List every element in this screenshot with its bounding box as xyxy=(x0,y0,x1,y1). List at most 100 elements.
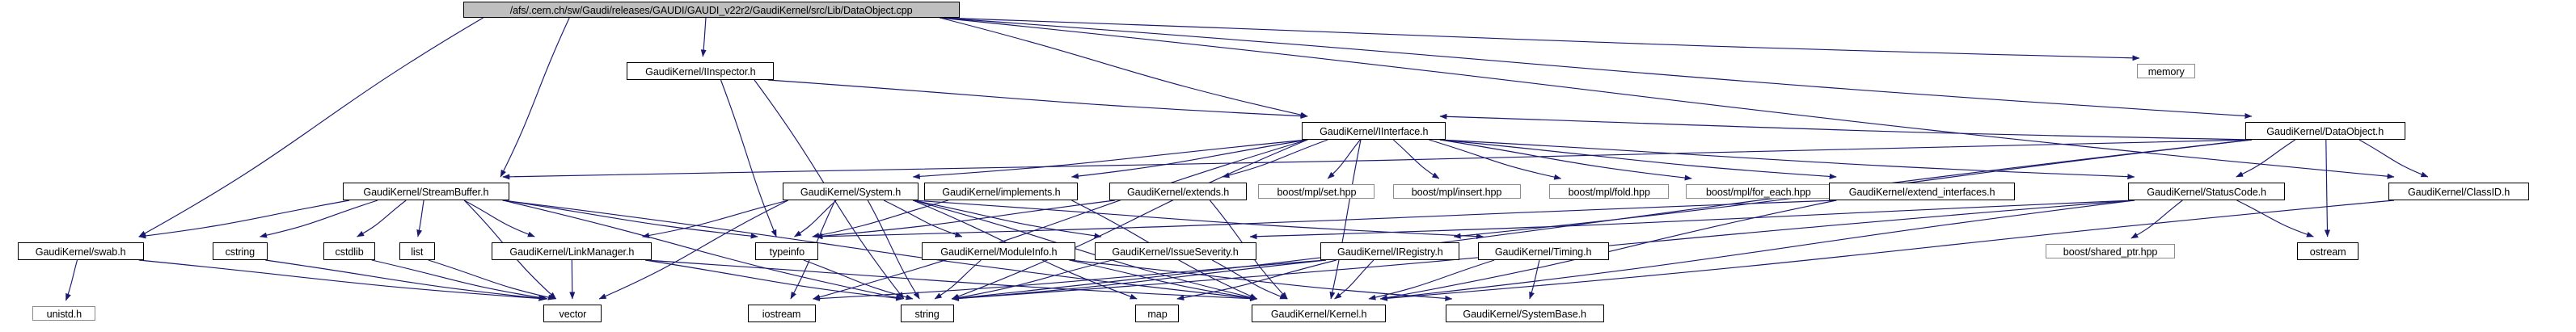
graph-edge-extend_interfaces-to-typeinfo xyxy=(815,200,1837,240)
graph-node-shared_ptr[interactable]: boost/shared_ptr.hpp xyxy=(2046,244,2175,258)
graph-edge-system-to-typeinfo xyxy=(794,200,837,237)
graph-node-implements[interactable]: GaudiKernel/implements.h xyxy=(924,183,1078,200)
graph-node-timing[interactable]: GaudiKernel/Timing.h xyxy=(1478,242,1609,260)
graph-node-label: list xyxy=(411,245,424,258)
graph-edge-classid-to-kernel xyxy=(1379,200,2395,301)
graph-node-ostream[interactable]: ostream xyxy=(2297,242,2359,260)
graph-node-label: iostream xyxy=(762,307,801,320)
graph-node-label: GaudiKernel/swab.h xyxy=(36,245,126,258)
graph-node-system[interactable]: GaudiKernel/System.h xyxy=(783,183,918,200)
graph-node-cstdlib[interactable]: cstdlib xyxy=(323,242,375,260)
graph-node-label: GaudiKernel/IInspector.h xyxy=(644,65,756,78)
graph-edge-iinterface-to-extends xyxy=(1222,139,1328,179)
graph-node-string[interactable]: string xyxy=(901,305,954,322)
graph-node-cstring[interactable]: cstring xyxy=(213,242,268,260)
graph-node-mpl_insert[interactable]: boost/mpl/insert.hpp xyxy=(1393,184,1521,199)
graph-edge-issueseverity-to-kernel xyxy=(1211,259,1288,300)
graph-edge-iinspector-to-typeinfo xyxy=(720,79,777,237)
graph-node-root: /afs/.cern.ch/sw/Gaudi/releases/GAUDI/GA… xyxy=(463,2,960,18)
graph-node-extend_interfaces[interactable]: GaudiKernel/extend_interfaces.h xyxy=(1829,183,2015,200)
graph-node-label: GaudiKernel/DataObject.h xyxy=(2266,124,2384,137)
graph-node-streambuffer[interactable]: GaudiKernel/StreamBuffer.h xyxy=(343,183,509,200)
graph-edge-statuscode-to-kernel xyxy=(1379,200,2135,301)
graph-edge-statuscode-to-shared_ptr xyxy=(2130,200,2183,239)
graph-edge-root-to-classid xyxy=(940,17,2395,179)
graph-node-label: GaudiKernel/Timing.h xyxy=(1495,245,1592,258)
graph-node-issueseverity[interactable]: GaudiKernel/IssueSeverity.h xyxy=(1095,242,1256,260)
graph-node-systembase[interactable]: GaudiKernel/SystemBase.h xyxy=(1446,305,1604,322)
graph-edge-streambuffer-to-linkmanager xyxy=(463,200,535,237)
graph-node-label: GaudiKernel/extend_interfaces.h xyxy=(1848,185,1995,198)
graph-node-dataobject[interactable]: GaudiKernel/DataObject.h xyxy=(2245,122,2405,140)
graph-edge-moduleinfo-to-systembase xyxy=(1069,259,1453,301)
graph-node-label: unistd.h xyxy=(46,307,82,320)
graph-edge-iinterface-to-iostream xyxy=(813,139,1308,300)
graph-node-swab[interactable]: GaudiKernel/swab.h xyxy=(18,242,144,260)
graph-edge-iinterface-to-mpl_insert xyxy=(1392,139,1440,179)
graph-edge-statuscode-to-issueseverity xyxy=(1249,200,2135,240)
graph-edge-moduleinfo-to-kernel xyxy=(1069,259,1258,301)
graph-node-mpl_set[interactable]: boost/mpl/set.hpp xyxy=(1258,184,1375,199)
graph-node-label: /afs/.cern.ch/sw/Gaudi/releases/GAUDI/GA… xyxy=(510,3,913,16)
graph-edge-iregistry-to-map xyxy=(1176,259,1337,300)
graph-edge-root-to-streambuffer xyxy=(500,17,570,178)
graph-node-kernel[interactable]: GaudiKernel/Kernel.h xyxy=(1252,305,1386,322)
graph-edge-timing-to-systembase xyxy=(1529,259,1540,300)
graph-node-iregistry[interactable]: GaudiKernel/IRegistry.h xyxy=(1320,242,1459,260)
graph-node-iostream[interactable]: iostream xyxy=(748,305,816,322)
graph-edge-streambuffer-to-typeinfo xyxy=(502,200,758,239)
graph-edge-moduleinfo-to-string xyxy=(934,259,982,300)
graph-edge-streambuffer-to-cstdlib xyxy=(357,200,407,237)
graph-node-label: GaudiKernel/IRegistry.h xyxy=(1337,245,1443,258)
graph-edge-iinterface-to-string xyxy=(951,139,1308,300)
graph-edge-iinterface-to-mpl_fold xyxy=(1429,139,1562,180)
graph-node-mpl_for_each[interactable]: boost/mpl/for_each.hpp xyxy=(1686,184,1831,199)
graph-edge-root-to-iinspector xyxy=(700,17,707,57)
graph-node-label: GaudiKernel/ModuleInfo.h xyxy=(940,245,1058,258)
graph-node-label: GaudiKernel/LinkManager.h xyxy=(509,245,634,258)
graph-edge-iregistry-to-kernel xyxy=(1334,259,1375,300)
graph-node-linkmanager[interactable]: GaudiKernel/LinkManager.h xyxy=(492,242,652,260)
graph-node-label: boost/mpl/set.hpp xyxy=(1277,185,1356,198)
graph-node-typeinfo[interactable]: typeinfo xyxy=(755,242,818,260)
graph-edge-dataobject-to-iinterface xyxy=(1439,113,2252,141)
graph-edge-typeinfo-to-string xyxy=(803,259,914,300)
graph-node-map[interactable]: map xyxy=(1135,305,1179,322)
graph-edge-swab-to-unistd xyxy=(65,259,78,301)
graph-edge-system-to-string xyxy=(867,200,920,300)
graph-node-classid[interactable]: GaudiKernel/ClassID.h xyxy=(2388,183,2529,200)
graph-node-label: boost/shared_ptr.hpp xyxy=(2063,245,2158,258)
graph-node-extends[interactable]: GaudiKernel/extends.h xyxy=(1109,183,1247,200)
graph-edge-root-to-dataobject xyxy=(940,17,2253,119)
graph-edge-streambuffer-to-cstring xyxy=(260,200,378,238)
graph-edge-dataobject-to-classid xyxy=(2359,139,2429,178)
graph-node-iinspector[interactable]: GaudiKernel/IInspector.h xyxy=(627,62,774,80)
graph-node-moduleinfo[interactable]: GaudiKernel/ModuleInfo.h xyxy=(922,242,1075,260)
graph-edge-iinspector-to-iinterface xyxy=(767,79,1308,120)
graph-node-vector[interactable]: vector xyxy=(543,305,602,322)
graph-node-list[interactable]: list xyxy=(399,242,435,260)
graph-node-label: GaudiKernel/extends.h xyxy=(1126,185,1230,198)
graph-node-label: typeinfo xyxy=(769,245,804,258)
graph-node-label: GaudiKernel/System.h xyxy=(800,185,902,198)
graph-node-label: cstring xyxy=(225,245,255,258)
graph-node-mpl_fold[interactable]: boost/mpl/fold.hpp xyxy=(1549,184,1669,199)
graph-edge-issueseverity-to-string xyxy=(951,259,1113,300)
graph-node-statuscode[interactable]: GaudiKernel/StatusCode.h xyxy=(2128,183,2285,200)
graph-node-memory[interactable]: memory xyxy=(2137,64,2195,78)
graph-edge-dataobject-to-ostream xyxy=(2324,139,2330,237)
graph-edge-cstdlib-to-vector xyxy=(371,259,548,301)
graph-node-label: cstdlib xyxy=(335,245,364,258)
graph-edge-iinterface-to-extend_interfaces xyxy=(1439,139,1837,179)
graph-node-label: GaudiKernel/implements.h xyxy=(941,185,1061,198)
graph-edge-streambuffer-to-kernel xyxy=(502,200,1258,301)
graph-node-label: GaudiKernel/IssueSeverity.h xyxy=(1112,245,1239,258)
graph-edge-extends-to-typeinfo xyxy=(815,200,1115,239)
graph-edge-dataobject-to-statuscode xyxy=(2236,139,2296,178)
graph-node-label: GaudiKernel/ClassID.h xyxy=(2407,185,2511,198)
graph-node-label: boost/mpl/for_each.hpp xyxy=(1706,185,1811,198)
graph-node-unistd[interactable]: unistd.h xyxy=(32,306,95,321)
graph-node-label: GaudiKernel/StreamBuffer.h xyxy=(363,185,489,198)
graph-node-iinterface[interactable]: GaudiKernel/IInterface.h xyxy=(1302,122,1446,140)
